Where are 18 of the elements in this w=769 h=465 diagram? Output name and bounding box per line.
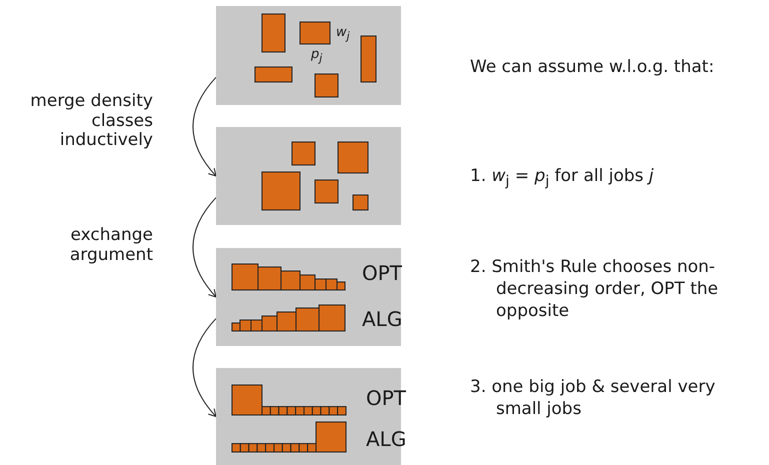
panel-label: w$_{j}$ [336, 26, 350, 42]
panel-label: p$_{j}$ [311, 48, 322, 64]
note-text: We can assume w.l.o.g. that: [470, 56, 716, 78]
note-text: 1. w$_{j}$ = p$_{j}$ for all jobs j [470, 165, 655, 191]
panel-label: OPT [362, 263, 402, 283]
panel-label: OPT [366, 388, 406, 408]
panel [216, 6, 401, 105]
curved-arrow [192, 76, 216, 176]
panel [216, 127, 401, 225]
edge-label: exchange argument [68, 226, 153, 266]
edge-label: merge density classes inductively [29, 92, 153, 151]
note-text: 2. Smith's Rule chooses non-decreasing order, OPT the opposite [470, 256, 720, 322]
curved-arrow [192, 197, 216, 298]
panel-label: ALG [362, 309, 402, 329]
panel [216, 248, 401, 346]
note-text: 3. one big job & several very small jobs [470, 376, 716, 420]
panel-label: ALG [366, 429, 406, 449]
curved-arrow [192, 318, 216, 417]
